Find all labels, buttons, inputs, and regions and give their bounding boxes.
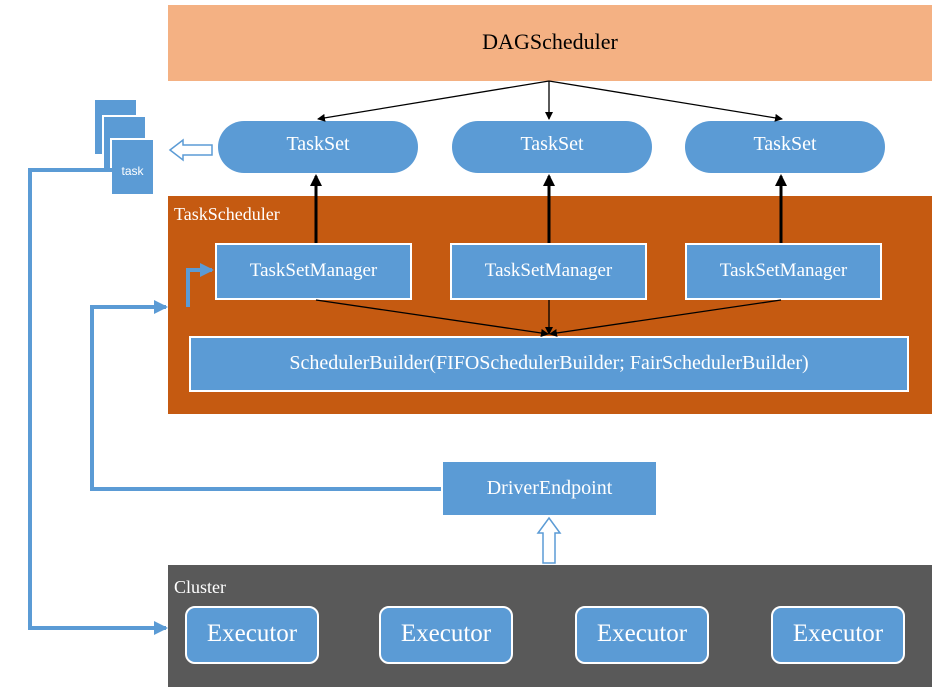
scheduler-to-manager-line [186,263,214,307]
driver-to-scheduler-line [90,300,441,491]
task-set-label: TaskSet [286,133,350,155]
task-set-1: TaskSet [218,121,418,173]
task-set-manager-label: TaskSetManager [484,260,613,281]
executor-label: Executor [206,620,298,647]
executor-1: Executor [185,606,319,664]
task-set-manager-label: TaskSetManager [719,260,848,281]
dag-scheduler-box: DAGScheduler [168,5,932,81]
cluster-title: Cluster [174,577,226,597]
task-set-manager-1: TaskSetManager [215,243,412,300]
driver-endpoint-box: DriverEndpoint [441,460,658,517]
task-to-executor-line [28,168,168,635]
task-card-front: task [110,138,155,196]
task-set-manager-label: TaskSetManager [249,260,378,281]
dag-to-taskset-arrows [317,80,783,122]
driver-endpoint-label: DriverEndpoint [486,477,613,499]
task-set-label: TaskSet [753,133,817,155]
executor-3: Executor [575,606,709,664]
cluster-to-driver-hollow-arrow [536,516,562,564]
executor-label: Executor [400,620,492,647]
taskset-to-task-hollow-arrow [168,138,213,162]
manager-to-taskset-arrows [310,174,787,243]
scheduler-builder-box: SchedulerBuilder(FIFOSchedulerBuilder; F… [189,336,909,392]
task-scheduler-title: TaskScheduler [174,204,280,224]
executor-4: Executor [771,606,905,664]
manager-to-builder-arrows [315,299,782,337]
task-set-3: TaskSet [685,121,885,173]
task-set-manager-2: TaskSetManager [450,243,647,300]
dag-scheduler-label: DAGScheduler [482,29,618,54]
scheduler-builder-label: SchedulerBuilder(FIFOSchedulerBuilder; F… [289,352,809,374]
executor-label: Executor [792,620,884,647]
task-set-manager-3: TaskSetManager [685,243,882,300]
task-set-label: TaskSet [520,133,584,155]
task-set-2: TaskSet [452,121,652,173]
task-card-label: task [121,164,144,178]
executor-label: Executor [596,620,688,647]
executor-2: Executor [379,606,513,664]
